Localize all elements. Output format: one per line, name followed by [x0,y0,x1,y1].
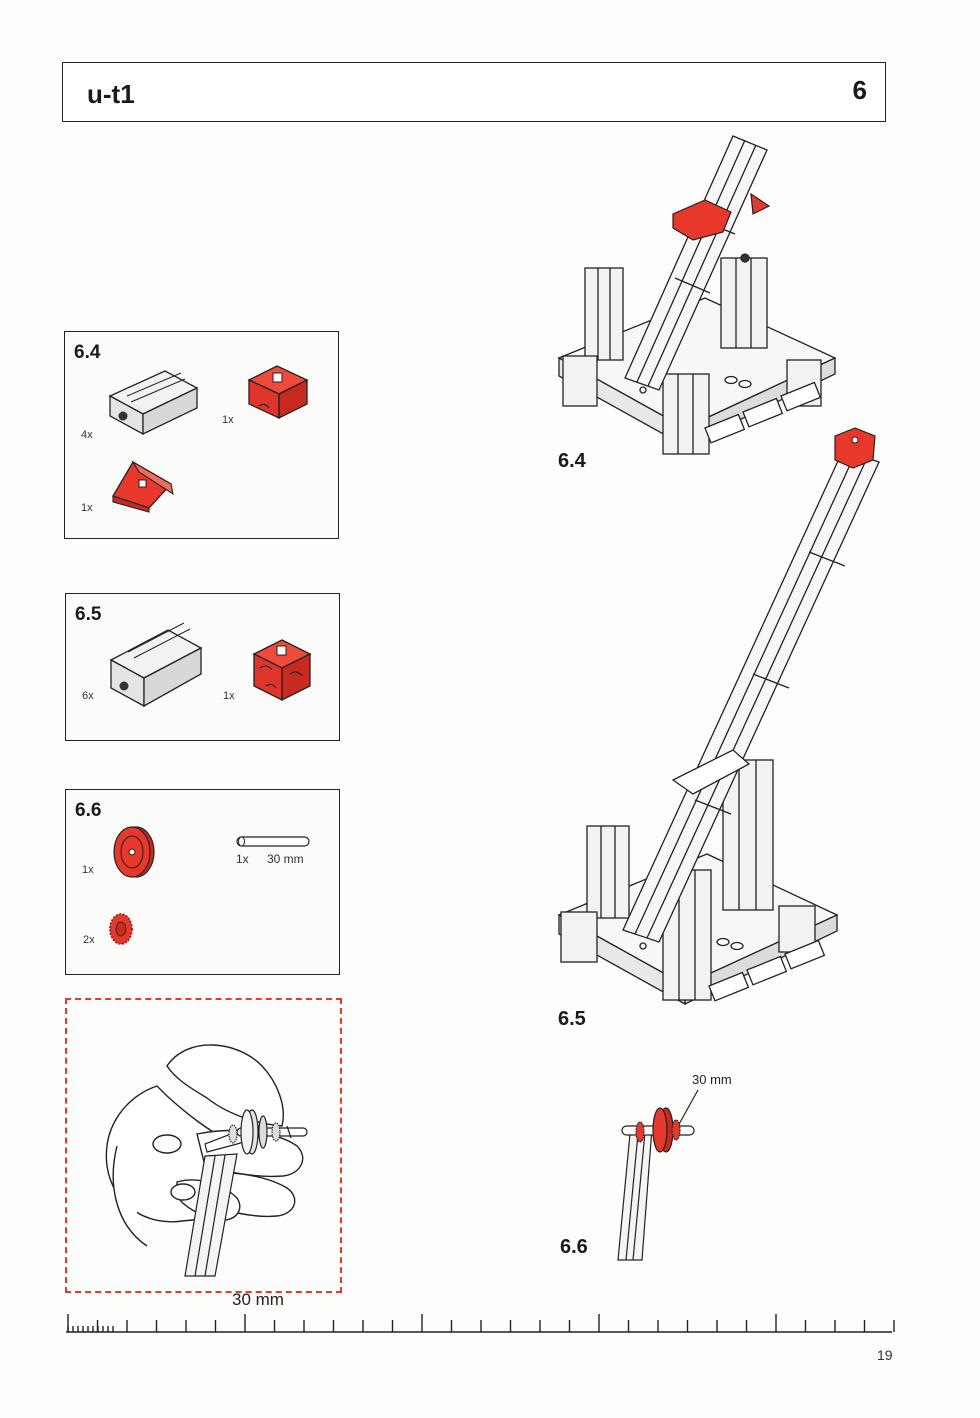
ruler-label: 30 mm [232,1290,284,1309]
panel-title: 6.6 [75,800,102,821]
actual-size-illustration-box [65,998,342,1293]
step-label-6-4: 6.4 [558,450,586,472]
parts-panel-6-4: 6.4 4x 1x 1x [64,331,339,539]
model-title: u-t1 [87,79,135,109]
assembly-illustration-6-4 [557,135,837,455]
qty-label: 4x [81,429,93,441]
qty-label: 1x [236,852,249,866]
step-label-6-5: 6.5 [558,1008,586,1030]
qty-label: 1x [222,414,234,426]
axle-length-label: 30 mm [267,852,304,866]
panel-title: 6.4 [74,342,101,363]
red-cross-connector-icon [252,639,312,702]
assembly-illustration-6-5 [557,427,880,1006]
page-header: u-t1 6 [62,62,886,122]
panel-title: 6.5 [75,604,102,625]
qty-label: 6x [82,690,94,702]
axle-dimension-label: 30 mm [692,1072,732,1087]
step-label-6-6: 6.6 [560,1236,588,1258]
qty-label: 1x [82,864,94,876]
step-number: 6 [852,75,867,105]
page-number: 19 [877,1347,893,1363]
measurement-ruler [66,1314,895,1333]
qty-label: 1x [81,502,93,514]
gray-building-block-icon [108,370,199,436]
hand-holding-axle-illustration [105,1044,308,1277]
qty-label: 1x [223,690,235,702]
axle-icon [236,836,310,847]
parts-panel-6-5: 6.5 6x 1x [65,593,340,741]
red-wedge-block-icon [112,460,174,513]
red-gear-icon [109,913,133,945]
red-pulley-wheel-icon [113,826,155,878]
parts-panel-6-6: 6.6 1x 1x 30 mm 2x [65,789,340,975]
qty-label: 2x [83,934,95,946]
gray-building-block-icon [109,622,203,708]
assembly-illustration-6-6 [617,1089,699,1261]
red-angle-block-icon [247,365,309,420]
